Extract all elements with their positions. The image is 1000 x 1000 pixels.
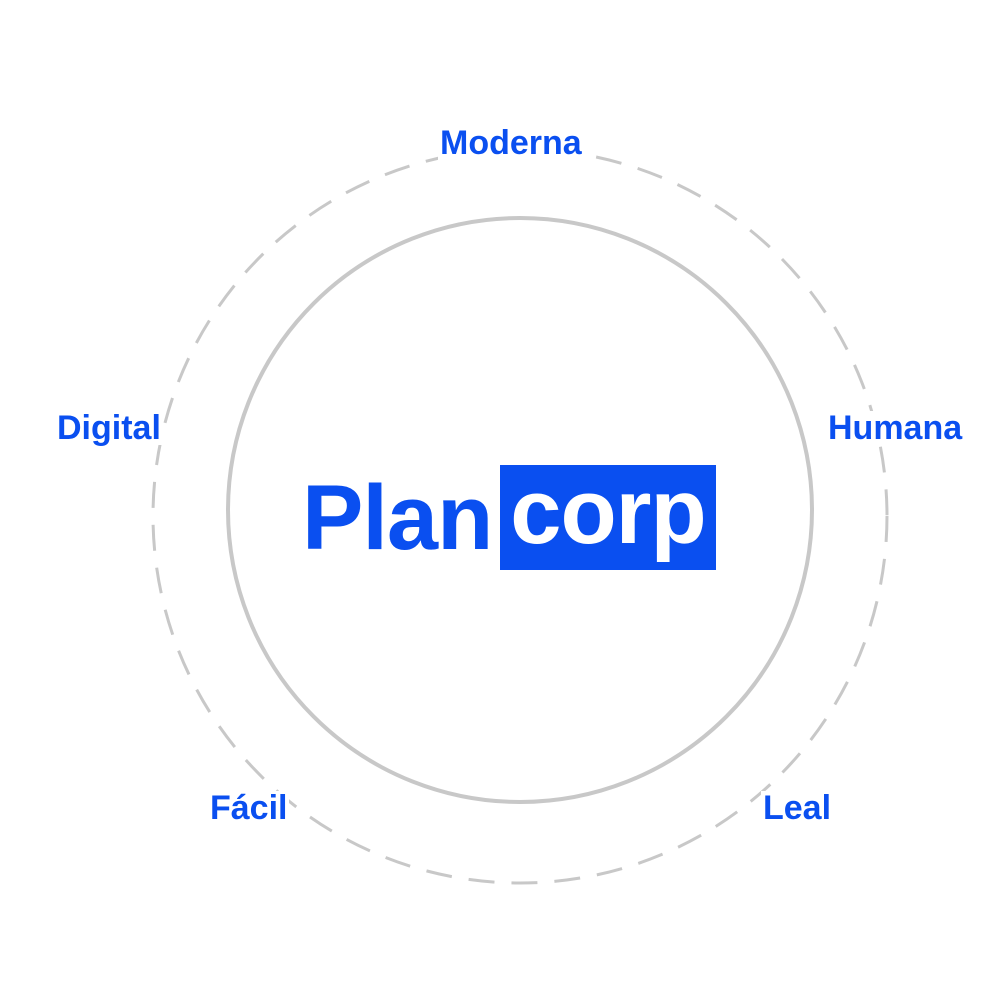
logo-text-plan: Plan — [302, 466, 493, 569]
plancorp-logo: Plan corp — [302, 465, 716, 570]
value-label-humana: Humana — [826, 409, 965, 447]
value-label-moderna: Moderna — [438, 124, 584, 162]
value-label-facil: Fácil — [208, 789, 290, 827]
logo-text-corp: corp — [510, 460, 706, 563]
value-label-digital: Digital — [55, 409, 163, 447]
logo-corp-box: corp — [500, 460, 716, 570]
inner-solid-ring — [226, 216, 814, 804]
value-label-leal: Leal — [761, 789, 834, 827]
